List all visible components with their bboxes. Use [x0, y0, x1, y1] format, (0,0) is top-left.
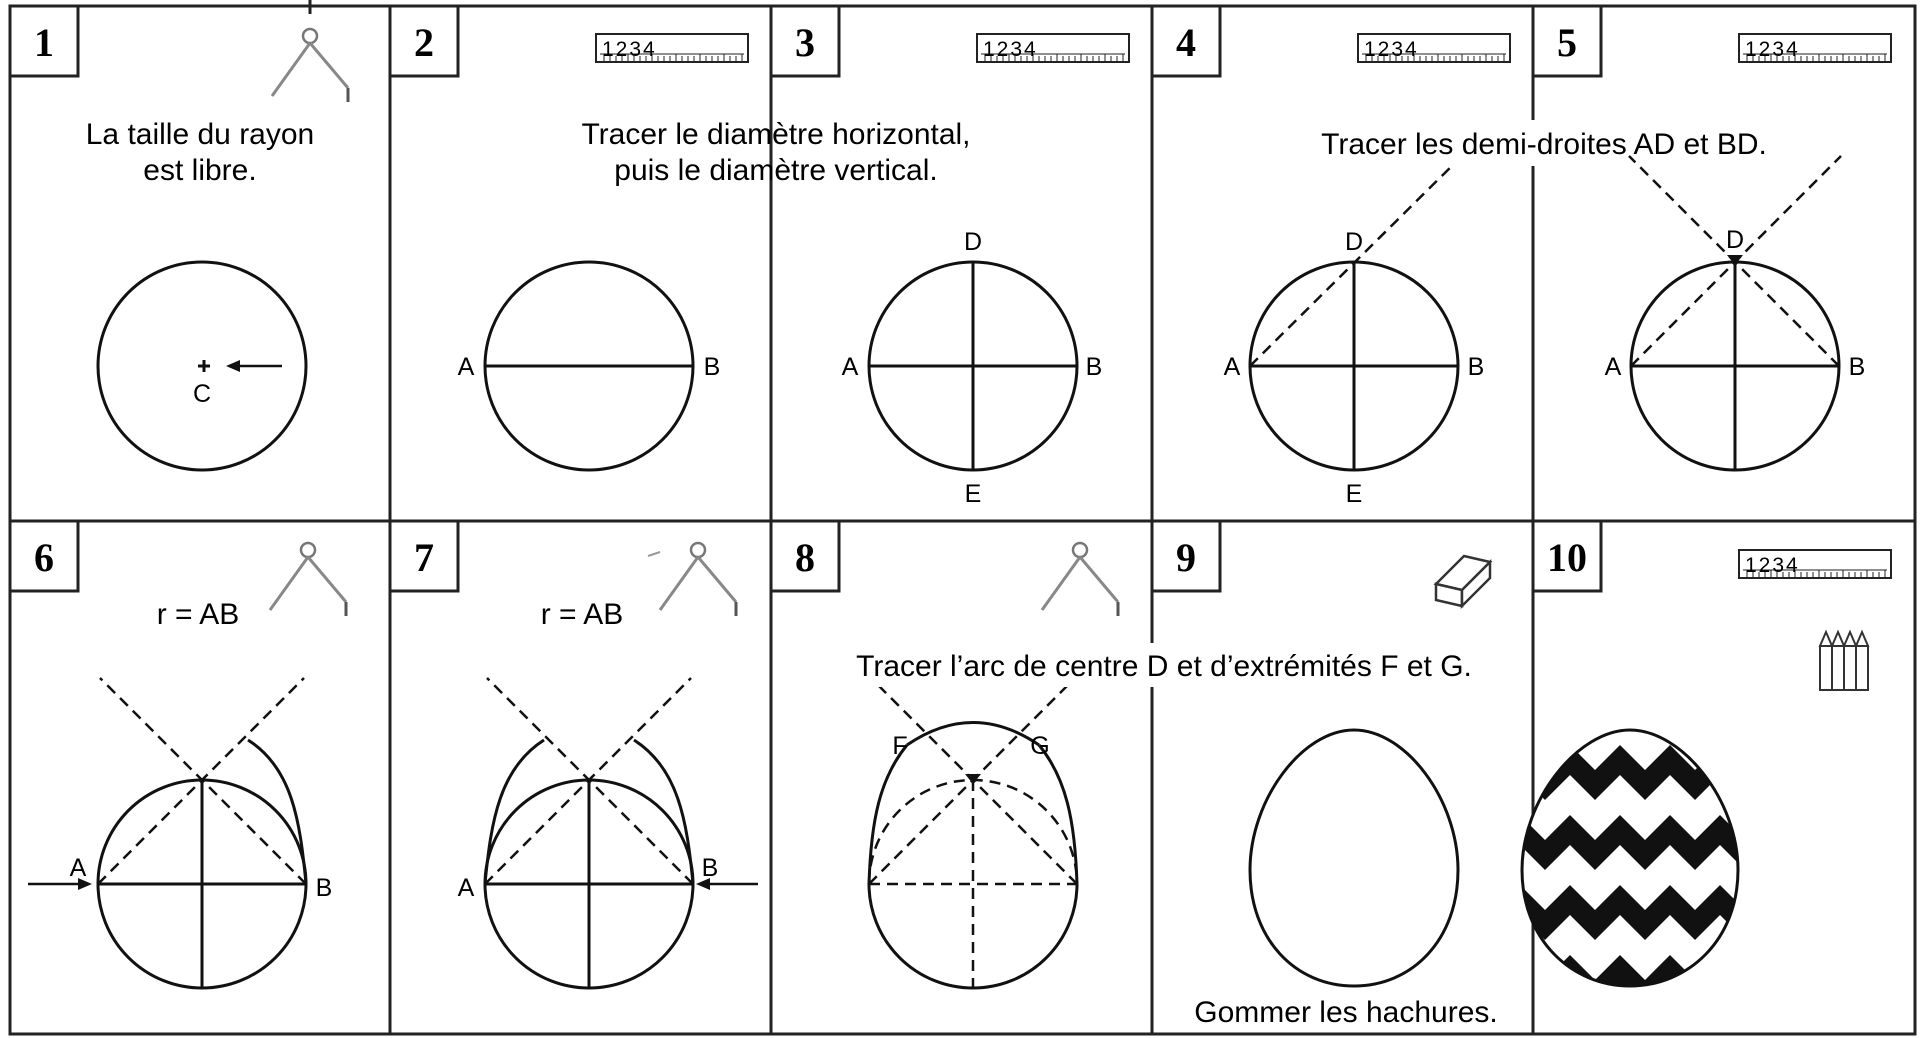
point-label-a: A [1605, 353, 1622, 381]
point-label-d: D [1726, 226, 1744, 254]
half-line-ad [1249, 147, 1471, 367]
step-number: 3 [795, 20, 815, 65]
point-label-a: A [70, 854, 87, 882]
step-9: 9 Gommer les hachures. [1176, 535, 1498, 1029]
step-caption: Tracer l’arc de centre D et d’extrémités… [856, 650, 1472, 683]
step-number: 4 [1176, 20, 1196, 65]
point-label-a: A [458, 874, 475, 902]
egg-outline [1248, 728, 1460, 988]
step-4: 4 1234 D E A B Tracer les demi-droites A… [1176, 20, 1802, 508]
point-label-e: E [1346, 480, 1363, 508]
step-2: 2 1234 Tracer le diamètre horizontal, pu… [414, 20, 971, 472]
point-label-g: G [1030, 732, 1049, 760]
point-label-f: F [892, 732, 907, 760]
point-label-a: A [1224, 353, 1241, 381]
ruler-digits: 1234 [1745, 38, 1800, 61]
point-label-b: B [316, 874, 333, 902]
step-number: 8 [795, 535, 815, 580]
step-number: 2 [414, 20, 434, 65]
step-5: 5 1234 D A B [1557, 20, 1892, 472]
arc-from-a [247, 738, 308, 885]
ruler-digits: 1234 [983, 38, 1038, 61]
point-label-b: B [1086, 353, 1103, 381]
step-number: 6 [34, 535, 54, 580]
step-caption: La taille du rayon [86, 118, 315, 151]
compass-icon [1040, 541, 1120, 618]
arc-from-a [633, 738, 695, 885]
step-6: 6 r = AB A B [28, 535, 348, 990]
point-label-c: C [193, 380, 211, 408]
arc-from-b [483, 738, 545, 885]
point-label-d: D [1345, 228, 1363, 256]
ruler-digits: 1234 [1364, 38, 1419, 61]
step-1: 1 La taille du rayon est libre. C [34, 20, 350, 472]
step-number: 7 [414, 535, 434, 580]
ruler-digits: 1234 [602, 38, 657, 61]
point-label-a: A [842, 353, 859, 381]
decorated-egg [1520, 728, 1740, 988]
point-label-b: B [704, 353, 721, 381]
pencils-icon [1819, 631, 1869, 691]
compass-icon [270, 27, 350, 104]
step-number-boxes [8, 4, 1603, 593]
point-label-b: B [1468, 353, 1485, 381]
step-number: 5 [1557, 20, 1577, 65]
step-3: 3 1234 D E A B [795, 20, 1130, 508]
step-caption: Tracer les demi-droites AD et BD. [1321, 128, 1767, 161]
point-label-a: A [458, 353, 475, 381]
compass-icon [658, 541, 738, 618]
step-caption: est libre. [143, 154, 256, 187]
step-number: 1 [34, 20, 54, 65]
circle [96, 260, 308, 472]
step-8: 8 Tracer l’arc de centre D et d’extrémit… [795, 535, 1528, 990]
arc-centre-d [906, 721, 1040, 747]
step-caption: r = AB [541, 598, 624, 631]
step-caption: r = AB [157, 598, 240, 631]
step-number: 10 [1547, 535, 1587, 580]
point-label-b: B [702, 854, 719, 882]
step-caption: Tracer le diamètre horizontal, [581, 118, 970, 151]
point-label-e: E [965, 480, 982, 508]
step-caption: puis le diamètre vertical. [614, 154, 937, 187]
compass-icon [268, 541, 348, 618]
step-caption: Gommer les hachures. [1194, 996, 1497, 1029]
ruler-digits: 1234 [1745, 554, 1800, 577]
step-7: 7 r = AB A B [414, 535, 758, 990]
step-10: 10 1234 [1520, 535, 1892, 988]
step-number: 9 [1176, 535, 1196, 580]
point-label-b: B [1849, 353, 1866, 381]
eraser-icon [1434, 554, 1492, 608]
point-label-d: D [964, 228, 982, 256]
